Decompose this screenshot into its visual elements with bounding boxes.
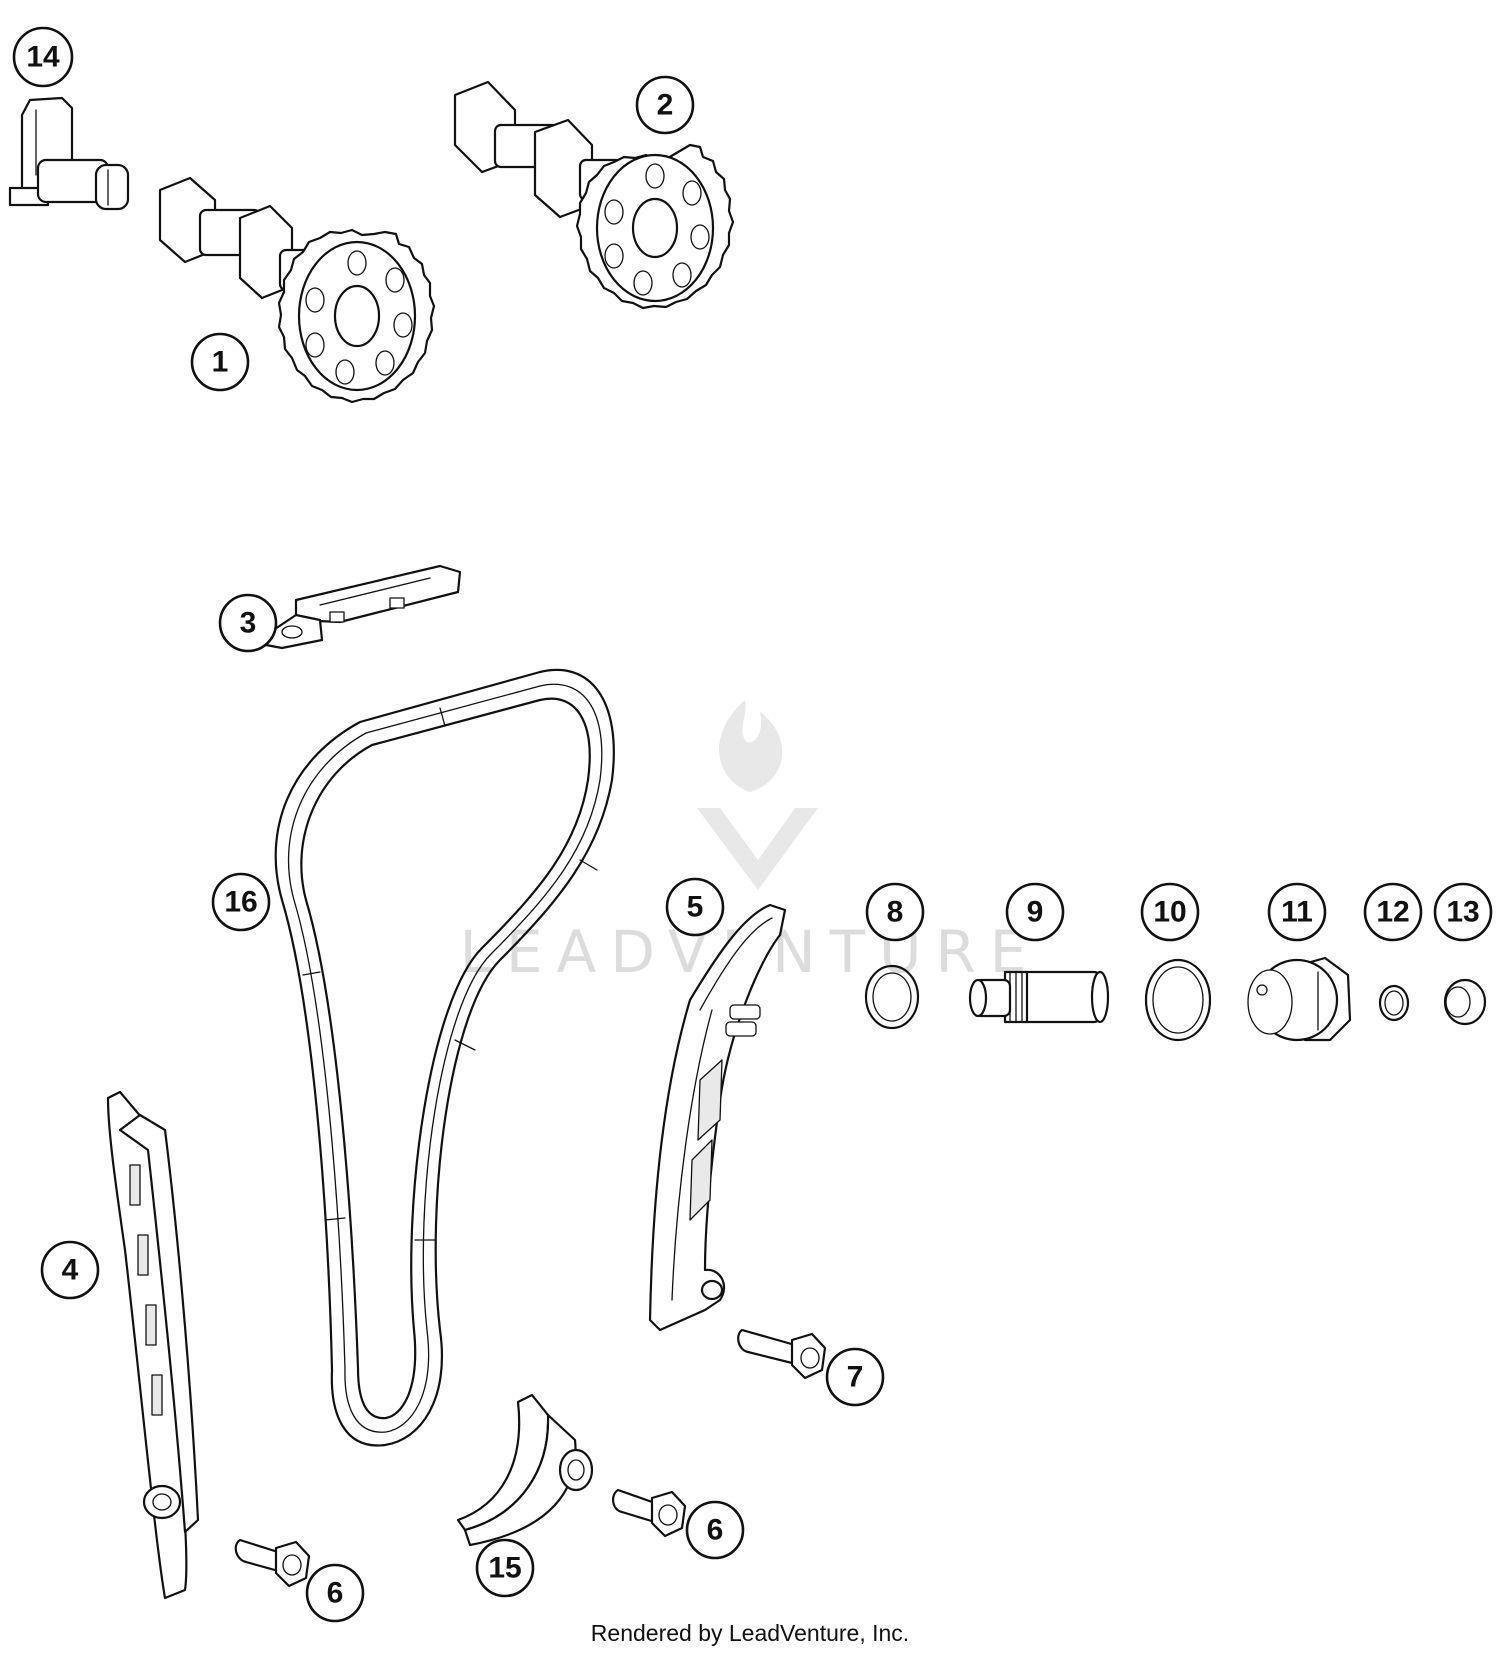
- part-15-guide-rail[interactable]: [456, 1393, 594, 1547]
- part-6-bolt-right[interactable]: [612, 1488, 687, 1538]
- callout-10: 10: [1140, 882, 1200, 942]
- svg-text:11: 11: [1281, 896, 1313, 929]
- callout-7: 7: [825, 1347, 885, 1407]
- svg-text:10: 10: [1153, 896, 1186, 929]
- callout-8: 8: [865, 882, 925, 942]
- callout-5: 5: [665, 877, 725, 937]
- callout-14: 14: [12, 26, 74, 88]
- part-2-camshaft[interactable]: [453, 80, 735, 310]
- svg-text:9: 9: [1027, 896, 1044, 929]
- svg-text:6: 6: [327, 1577, 344, 1610]
- part-6-bolt-left[interactable]: [234, 1538, 311, 1588]
- svg-text:15: 15: [488, 1552, 521, 1585]
- render-credit: Rendered by LeadVenture, Inc.: [590, 1620, 910, 1646]
- part-13-plug[interactable]: [1443, 978, 1487, 1026]
- callout-6-right: 6: [685, 1500, 745, 1560]
- callout-1: 1: [190, 332, 250, 392]
- part-5-tensioner-rail[interactable]: [648, 903, 787, 1332]
- svg-text:3: 3: [240, 607, 257, 640]
- camshaft-1-gear: [277, 228, 436, 404]
- svg-text:16: 16: [224, 886, 257, 919]
- part-10-o-ring[interactable]: [1144, 958, 1212, 1042]
- svg-text:4: 4: [62, 1254, 79, 1287]
- svg-text:2: 2: [657, 89, 674, 122]
- part-11-screw-plug[interactable]: [1247, 956, 1352, 1042]
- svg-text:7: 7: [847, 1361, 864, 1394]
- callout-12: 12: [1363, 882, 1423, 942]
- callout-2: 2: [635, 75, 695, 135]
- part-9-tensioner-piston[interactable]: [968, 970, 1110, 1024]
- callout-15: 15: [475, 1538, 535, 1598]
- part-16-timing-chain[interactable]: [274, 668, 615, 1447]
- part-3-guide-rail[interactable]: [264, 564, 462, 650]
- callout-16: 16: [211, 872, 271, 932]
- svg-text:1: 1: [212, 346, 229, 379]
- part-4-guide-rail[interactable]: [106, 1090, 200, 1600]
- svg-text:8: 8: [887, 896, 904, 929]
- callout-9: 9: [1005, 882, 1065, 942]
- part-8-o-ring[interactable]: [864, 964, 920, 1030]
- callout-11: 11: [1267, 882, 1327, 942]
- svg-text:12: 12: [1376, 896, 1409, 929]
- part-7-bolt[interactable]: [737, 1328, 827, 1380]
- camshaft-2-gear: [575, 143, 735, 310]
- part-1-camshaft[interactable]: [158, 176, 436, 404]
- svg-text:14: 14: [26, 41, 60, 74]
- part-12-seal-ring[interactable]: [1378, 984, 1410, 1022]
- svg-text:13: 13: [1446, 896, 1479, 929]
- callout-6-left: 6: [305, 1563, 365, 1623]
- callout-13: 13: [1433, 882, 1493, 942]
- part-14-actuator[interactable]: [8, 96, 130, 211]
- callout-4: 4: [40, 1240, 100, 1300]
- svg-text:5: 5: [687, 891, 704, 924]
- callout-3: 3: [218, 593, 278, 653]
- svg-text:6: 6: [707, 1514, 724, 1547]
